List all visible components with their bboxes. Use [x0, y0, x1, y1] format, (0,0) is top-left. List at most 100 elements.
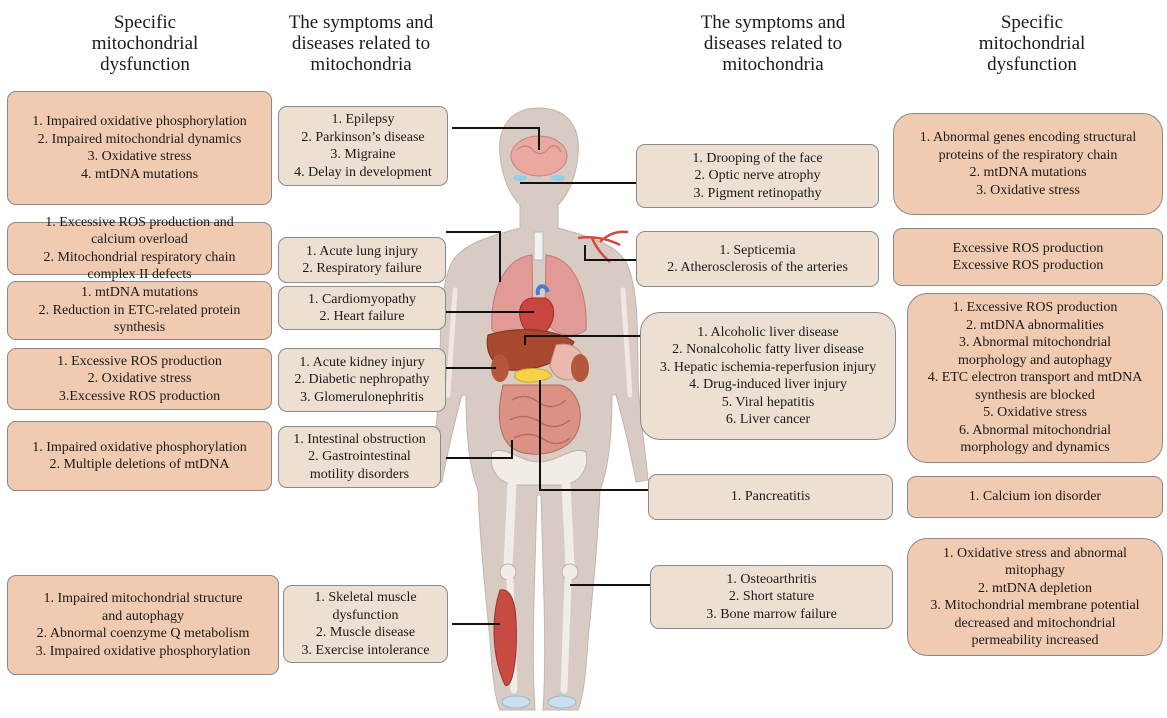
box-text-line: 3.Excessive ROS production: [59, 388, 220, 406]
box-text-line: 3. Oxidative stress: [88, 148, 192, 166]
box-text-line: 5. Viral hepatitis: [722, 394, 815, 412]
left-dysfunction-box: 1. Impaired mitochondrial structure and …: [7, 575, 279, 675]
box-text-line: and autophagy: [102, 608, 184, 626]
left-dysfunction-box: 1. Excessive ROS production 2. Oxidative…: [7, 348, 272, 410]
box-text-line: 4. Drug-induced liver injury: [689, 376, 847, 394]
box-text-line: 2. Nonalcoholic fatty liver disease: [672, 341, 864, 359]
box-text-line: permeability increased: [971, 632, 1098, 650]
left-dysfunction-box: 1. mtDNA mutations 2. Reduction in ETC-r…: [7, 281, 272, 340]
box-text-line: 1. Impaired oxidative phosphorylation: [32, 439, 247, 457]
box-text-line: 1. Epilepsy: [332, 111, 395, 129]
box-text-line: 5. Oxidative stress: [983, 404, 1087, 422]
box-text-line: 1. Intestinal obstruction: [293, 431, 426, 449]
left-symptom-box: 1. Acute lung injury 2. Respiratory fail…: [278, 237, 446, 283]
left-symptom-box: 1. Cardiomyopathy 2. Heart failure: [278, 286, 446, 330]
box-text-line: 1. Excessive ROS production and: [45, 214, 234, 232]
box-text-line: 4. ETC electron transport and mtDNA: [928, 369, 1143, 387]
box-text-line: 6. Abnormal mitochondrial: [959, 422, 1111, 440]
box-text-line: 3. Pigment retinopathy: [694, 185, 822, 203]
femur-bone: [508, 485, 512, 565]
box-text-line: morphology and autophagy: [958, 352, 1112, 370]
box-text-line: 1. Abnormal genes encoding structural: [920, 129, 1137, 147]
box-text-line: 2. Short stature: [729, 588, 814, 606]
box-text-line: 1. Skeletal muscle: [314, 589, 416, 607]
box-text-line: 3. Oxidative stress: [976, 182, 1080, 200]
right-dysfunction-box: 1. Oxidative stress and abnormal mitopha…: [907, 538, 1163, 656]
box-text-line: 2. mtDNA depletion: [978, 580, 1092, 598]
right-dysfunction-box: 1. Abnormal genes encoding structural pr…: [893, 113, 1163, 215]
box-text-line: 2. Oxidative stress: [88, 370, 192, 388]
box-text-line: 6. Liver cancer: [726, 411, 810, 429]
box-text-line: 2. Abnormal coenzyme Q metabolism: [37, 625, 250, 643]
box-text-line: 3. Bone marrow failure: [706, 606, 837, 624]
box-text-line: 3. Mitochondrial membrane potential: [930, 597, 1139, 615]
left-symptom-box: 1. Intestinal obstruction 2. Gastrointes…: [278, 426, 441, 488]
box-text-line: 2. Heart failure: [319, 308, 404, 326]
left-dysfunction-box: 1. Impaired oxidative phosphorylation 2.…: [7, 421, 272, 491]
right-dysfunction-box: 1. Excessive ROS production 2. mtDNA abn…: [907, 293, 1163, 463]
box-text-line: mitophagy: [1005, 562, 1065, 580]
right-symptom-box: 1. Drooping of the face 2. Optic nerve a…: [636, 144, 879, 208]
box-text-line: 1. Acute kidney injury: [299, 354, 424, 372]
box-text-line: 3. Impaired oxidative phosphorylation: [36, 643, 251, 661]
box-text-line: dysfunction: [332, 607, 398, 625]
box-text-line: 2. Atherosclerosis of the arteries: [667, 259, 848, 277]
box-text-line: 2. Impaired mitochondrial dynamics: [38, 131, 242, 149]
right-symptom-box: 1. Septicemia 2. Atherosclerosis of the …: [636, 231, 879, 287]
eye-organ: [551, 175, 565, 181]
box-text-line: calcium overload: [91, 231, 188, 249]
box-text-line: 3. Abnormal mitochondrial: [959, 334, 1111, 352]
left-symptom-box: 1. Acute kidney injury 2. Diabetic nephr…: [278, 348, 446, 412]
trachea-organ: [534, 232, 543, 260]
box-text-line: Excessive ROS production: [953, 240, 1104, 258]
box-text-line: 1. Impaired oxidative phosphorylation: [32, 113, 247, 131]
box-text-line: 1. Pancreatitis: [731, 488, 810, 506]
box-text-line: 2. Multiple deletions of mtDNA: [49, 456, 229, 474]
box-text-line: 2. Mitochondrial respiratory chain: [43, 249, 235, 267]
box-text-line: 3. Exercise intolerance: [302, 642, 430, 660]
kidney-organ: [571, 354, 589, 382]
box-text-line: motility disorders: [310, 466, 409, 484]
box-text-line: 2. Optic nerve atrophy: [695, 167, 821, 185]
box-text-line: 2. mtDNA abnormalities: [966, 317, 1104, 335]
box-text-line: 3. Migraine: [330, 146, 395, 164]
box-text-line: 1. mtDNA mutations: [81, 284, 198, 302]
box-text-line: 1. Drooping of the face: [692, 150, 822, 168]
box-text-line: 2. mtDNA mutations: [969, 164, 1086, 182]
box-text-line: 1. Alcoholic liver disease: [697, 324, 839, 342]
box-text-line: 2. Muscle disease: [316, 624, 415, 642]
box-text-line: synthesis are blocked: [975, 387, 1095, 405]
box-text-line: 2. Gastrointestinal: [308, 448, 411, 466]
left-dysfunction-box: 1. Impaired oxidative phosphorylation 2.…: [7, 91, 272, 205]
box-text-line: 2. Parkinson’s disease: [301, 129, 424, 147]
box-text-line: 3. Glomerulonephritis: [300, 389, 424, 407]
box-text-line: 1. Cardiomyopathy: [308, 291, 416, 309]
box-text-line: decreased and mitochondrial: [955, 615, 1116, 633]
left-dysfunction-box: 1. Excessive ROS production and calcium …: [7, 222, 272, 275]
box-text-line: 1. Excessive ROS production: [953, 299, 1118, 317]
box-text-line: 1. Calcium ion disorder: [969, 488, 1101, 506]
box-text-line: 3. Hepatic ischemia-reperfusion injury: [660, 359, 876, 377]
box-text-line: 2. Respiratory failure: [302, 260, 421, 278]
box-text-line: 1. Acute lung injury: [306, 243, 418, 261]
box-text-line: proteins of the respiratory chain: [939, 147, 1118, 165]
box-text-line: 2. Reduction in ETC-related protein: [39, 302, 241, 320]
eye-organ: [513, 175, 527, 181]
box-text-line: 4. Delay in development: [294, 164, 432, 182]
right-symptom-box: 1. Osteoarthritis 2. Short stature 3. Bo…: [650, 565, 893, 629]
box-text-line: morphology and dynamics: [960, 439, 1109, 457]
foot-part: [502, 696, 530, 708]
box-text-line: synthesis: [114, 319, 165, 337]
box-text-line: 1. Septicemia: [719, 242, 795, 260]
tibia-bone: [564, 580, 568, 690]
box-text-line: 2. Diabetic nephropathy: [295, 371, 430, 389]
right-dysfunction-box: Excessive ROS production Excessive ROS p…: [893, 228, 1163, 286]
right-symptom-box: 1. Alcoholic liver disease 2. Nonalcohol…: [640, 312, 896, 440]
box-text-line: 1. Oxidative stress and abnormal: [943, 545, 1127, 563]
left-symptom-box: 1. Skeletal muscle dysfunction 2. Muscle…: [283, 585, 448, 663]
box-text-line: 1. Impaired mitochondrial structure: [43, 590, 242, 608]
right-symptom-box: 1. Pancreatitis: [648, 474, 893, 520]
foot-part: [548, 696, 576, 708]
box-text-line: Excessive ROS production: [953, 257, 1104, 275]
